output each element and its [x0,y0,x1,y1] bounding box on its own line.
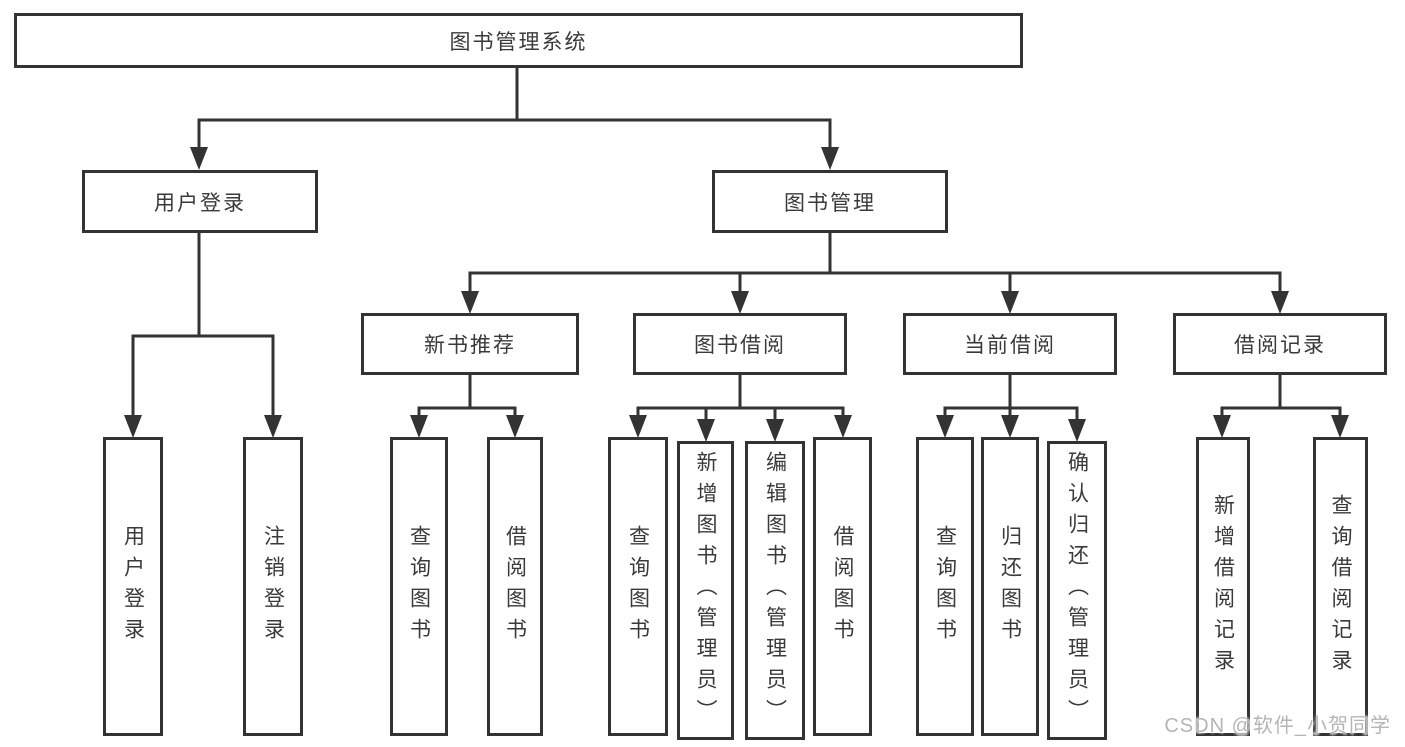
leaf-borrow-books-borrow-label: 借阅图书 [831,524,854,649]
leaf-query-books-borrow-label: 查询图书 [626,524,650,649]
leaf-add-borrow-record-label: 新增借阅记录 [1211,493,1235,680]
arrowhead [1331,415,1349,438]
node-root-label: 图书管理系统 [449,30,588,54]
node-borrow-records: 借阅记录 [1173,313,1387,375]
arrowhead [766,419,784,442]
leaf-add-books-admin: 新增图书（管理员） [677,441,734,740]
arrowhead [1271,291,1289,314]
leaf-add-borrow-record: 新增借阅记录 [1196,437,1250,736]
edges-user-login-to-leaves [124,231,282,438]
leaf-logout: 注销登录 [243,437,303,736]
node-root: 图书管理系统 [14,13,1023,68]
node-borrow-records-label: 借阅记录 [1234,334,1326,357]
leaf-query-books-current-label: 查询图书 [933,524,957,649]
edges-current-borrow-to-leaves [936,373,1086,442]
leaf-logout-label: 注销登录 [261,524,285,649]
leaf-query-books-borrow: 查询图书 [608,437,668,736]
node-user-login: 用户登录 [82,170,318,233]
arrowhead [821,147,839,170]
leaf-query-borrow-record-label: 查询借阅记录 [1329,493,1352,680]
leaf-query-books-recommend: 查询图书 [390,437,448,736]
arrowhead [731,291,749,314]
node-new-book-recommend-label: 新书推荐 [424,334,516,357]
leaf-edit-books-admin-label: 编辑图书（管理员） [763,451,787,730]
arrowhead [506,415,524,438]
leaf-edit-books-admin: 编辑图书（管理员） [745,441,805,740]
leaf-add-books-admin-label: 新增图书（管理员） [694,451,717,730]
arrowhead [834,415,852,438]
leaf-borrow-books-borrow: 借阅图书 [813,437,872,736]
leaf-query-books-recommend-label: 查询图书 [407,524,431,649]
node-current-borrow-label: 当前借阅 [964,334,1056,357]
leaf-borrow-books-recommend-label: 借阅图书 [503,524,527,649]
arrowhead [629,415,647,438]
leaf-return-books-label: 归还图书 [998,524,1022,649]
arrowhead [697,419,715,442]
watermark: CSDN @软件_小贺同学 [1164,715,1391,737]
edges-root-to-level2 [190,66,839,170]
arrowhead [1001,291,1019,314]
leaf-query-borrow-record: 查询借阅记录 [1313,437,1368,736]
node-book-borrow-label: 图书借阅 [694,334,786,357]
arrowhead [124,415,142,438]
arrowhead [461,291,479,314]
node-user-login-label: 用户登录 [154,191,246,215]
arrowhead [410,415,428,438]
arrowhead [1001,415,1019,438]
leaf-query-books-current: 查询图书 [916,437,974,736]
leaf-user-login-label: 用户登录 [121,524,145,649]
arrowhead [264,415,282,438]
arrowhead [190,147,208,170]
leaf-return-books: 归还图书 [981,437,1039,736]
edges-borrow-records-to-leaves [1213,373,1349,438]
leaf-user-login: 用户登录 [103,437,163,736]
leaf-borrow-books-recommend: 借阅图书 [487,437,543,736]
edges-new-book-recommend-to-leaves [410,373,524,438]
node-book-management: 图书管理 [712,170,948,233]
arrowhead [1213,415,1231,438]
edges-book-management-to-level3 [461,231,1289,314]
node-new-book-recommend: 新书推荐 [361,313,579,375]
arrowhead [1068,419,1086,442]
node-book-management-label: 图书管理 [784,191,876,215]
arrowhead [936,415,954,438]
node-book-borrow: 图书借阅 [633,313,847,375]
edges-book-borrow-to-leaves [629,373,852,442]
node-current-borrow: 当前借阅 [903,313,1117,375]
leaf-confirm-return-admin: 确认归还（管理员） [1047,441,1107,740]
leaf-confirm-return-admin-label: 确认归还（管理员） [1065,451,1089,730]
